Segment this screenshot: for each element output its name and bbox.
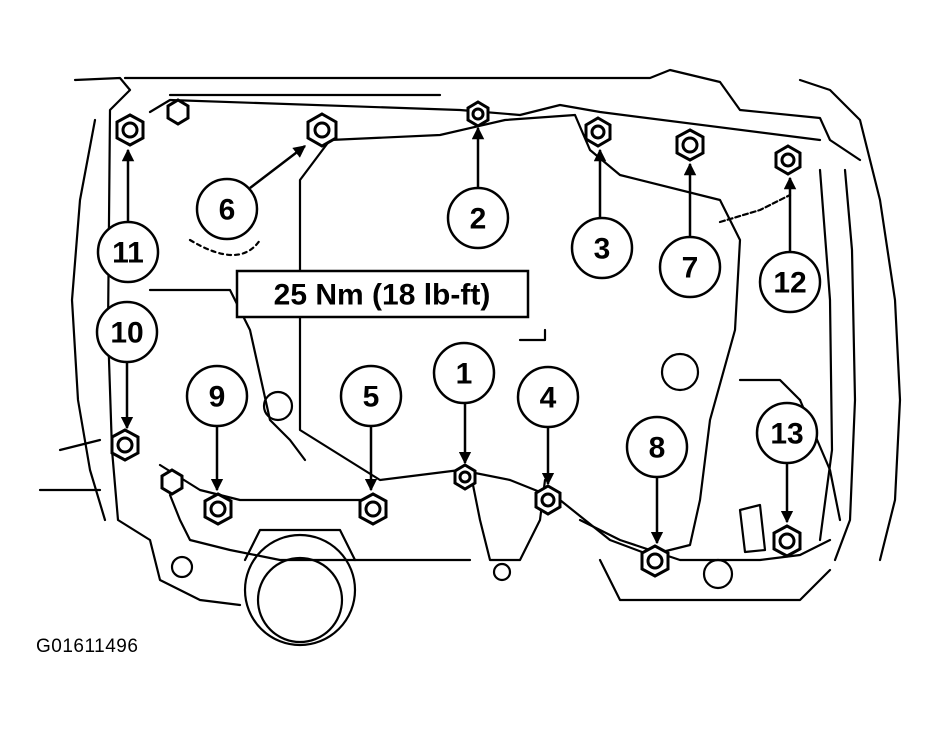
small-bolt-left-bottom xyxy=(160,468,184,496)
leader-arrows xyxy=(120,126,797,545)
torque-spec-box: 25 Nm (18 lb-ft) xyxy=(235,269,530,319)
callout-5-label: 5 xyxy=(363,381,380,414)
callout-3-label: 3 xyxy=(594,233,611,266)
callout-9-label: 9 xyxy=(209,381,226,414)
callout-7: 7 xyxy=(658,235,722,299)
callout-6: 6 xyxy=(195,177,259,241)
torque-spec-label: 25 Nm (18 lb-ft) xyxy=(274,279,491,312)
bolt-head-13 xyxy=(772,524,802,558)
callout-3: 3 xyxy=(570,216,634,280)
callout-4-label: 4 xyxy=(540,382,557,415)
bolt-head-12 xyxy=(774,144,802,176)
callout-11: 11 xyxy=(96,220,160,284)
callout-7-label: 7 xyxy=(682,252,699,285)
bolt-head-11 xyxy=(115,113,145,147)
bolt-heads xyxy=(110,98,802,578)
callout-13-label: 13 xyxy=(770,418,803,451)
callout-2-label: 2 xyxy=(470,203,487,236)
bolt-head-4 xyxy=(534,484,562,516)
figure-code: G01611496 xyxy=(36,636,139,657)
bolt-head-1 xyxy=(453,463,477,491)
arrow-6 xyxy=(249,145,306,189)
callout-1-label: 1 xyxy=(456,358,473,391)
callout-8-label: 8 xyxy=(649,432,666,465)
callout-13: 13 xyxy=(755,401,819,465)
callout-10-label: 10 xyxy=(110,317,143,350)
small-bolt-left-top xyxy=(166,98,190,126)
callout-1: 1 xyxy=(432,341,496,405)
bolt-head-2 xyxy=(466,100,490,128)
bolt-head-5 xyxy=(358,492,388,526)
bolt-head-10 xyxy=(110,428,140,462)
callout-8: 8 xyxy=(625,415,689,479)
callout-12: 12 xyxy=(758,250,822,314)
callout-4: 4 xyxy=(516,365,580,429)
callout-11-label: 11 xyxy=(112,237,144,270)
callout-9: 9 xyxy=(185,364,249,428)
engine-outline xyxy=(38,68,902,647)
callout-6-label: 6 xyxy=(219,194,236,227)
callout-10: 10 xyxy=(95,300,159,364)
callouts: 1 2 3 4 5 6 7 8 9 10 11 12 13 xyxy=(95,177,822,479)
callout-2: 2 xyxy=(446,186,510,250)
callout-5: 5 xyxy=(339,364,403,428)
bolt-head-9 xyxy=(203,492,233,526)
bolt-head-8 xyxy=(640,544,670,578)
bolt-head-6 xyxy=(306,112,338,148)
bolt-head-3 xyxy=(584,116,612,148)
bolt-head-7 xyxy=(675,128,705,162)
callout-12-label: 12 xyxy=(773,267,806,300)
